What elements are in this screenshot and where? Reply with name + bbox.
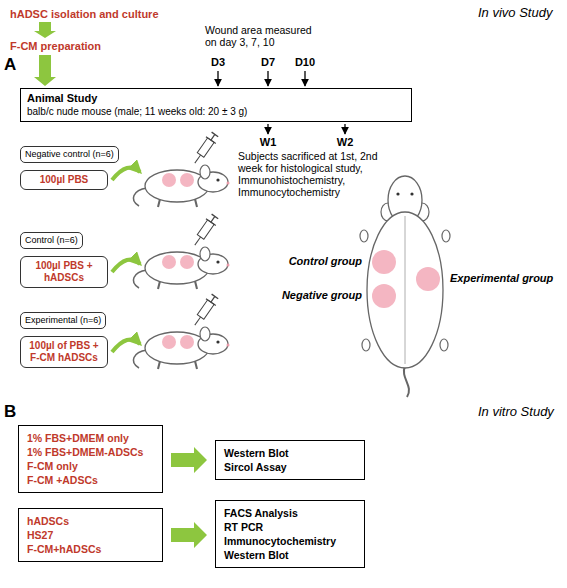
panel-letter: A	[4, 55, 16, 75]
timeline-note: Subjects sacrificed at 1st, 2nd week for…	[238, 150, 388, 198]
step-text: hADSC isolation and culture	[10, 8, 159, 21]
box-text: Sircol Assay	[224, 460, 356, 474]
mouse-side-view	[133, 293, 229, 369]
flow-block-arrow	[34, 55, 56, 86]
injection-arrow	[112, 340, 140, 353]
flow-block-arrow	[171, 447, 207, 473]
mouse-tail	[404, 366, 409, 397]
box-text: Western Blot	[224, 446, 356, 460]
step-text: F-CM preparation	[10, 40, 101, 53]
box-text: Immunocytochemistry	[224, 534, 356, 548]
injection-arrow	[112, 260, 140, 273]
time-point-arrow	[267, 124, 268, 134]
box-text: Control (n=6)	[25, 235, 78, 246]
panel-letter: B	[4, 402, 16, 422]
time-point-arrow	[304, 71, 305, 86]
time-point-arrow	[267, 71, 268, 86]
site-label: Experimental group	[450, 272, 553, 285]
box-text: Western Blot	[224, 548, 356, 562]
mouse-side-view	[133, 131, 229, 207]
condition-box: hADSCsHS27F-CM+hADSCs	[18, 508, 163, 562]
wound-site	[372, 284, 396, 308]
box-text: F-CM only	[27, 459, 154, 473]
injection-arrow	[112, 168, 140, 181]
time-point-arrow	[344, 124, 345, 134]
box-text: 100µl PBS	[25, 174, 103, 186]
flow-block-arrow	[34, 22, 56, 38]
condition-box: 1% FBS+DMEM only1% FBS+DMEM-ADSCsF-CM on…	[18, 425, 163, 493]
treatment-box: 100µl PBS + hADSCs	[20, 256, 108, 288]
mouse-eye	[396, 192, 399, 195]
time-point-arrow	[217, 71, 218, 86]
site-label: Negative group	[262, 289, 362, 302]
mouse-top-view	[360, 176, 450, 397]
site-label: Control group	[262, 255, 362, 268]
study-title: In vivo Study	[478, 5, 552, 20]
box-text: FACS Analysis	[224, 506, 356, 520]
box-text: 100µl PBS + hADSCs	[25, 260, 103, 284]
timeline-box: Animal Studybalb/c nude mouse (male; 11 …	[20, 88, 412, 122]
group-box: Experimental (n=6)	[20, 312, 106, 329]
box-text: balb/c nude mouse (male; 11 weeks old: 2…	[27, 105, 405, 118]
box-text: 100µl of PBS + F-CM hADSCs	[25, 340, 103, 364]
box-text: 1% FBS+DMEM-ADSCs	[27, 445, 154, 459]
box-text: RT PCR	[224, 520, 356, 534]
group-box: Control (n=6)	[20, 232, 83, 249]
group-box: Negative control (n=6)	[20, 146, 119, 163]
week-marker: W1	[253, 136, 283, 149]
wound-site	[372, 250, 396, 274]
box-text: hADSCs	[27, 514, 154, 528]
mouse-midline	[405, 216, 406, 364]
week-marker: W2	[330, 136, 360, 149]
box-text: Animal Study	[27, 92, 405, 105]
timeline-note: Wound area measured on day 3, 7, 10	[205, 24, 325, 48]
mouse-paw	[442, 230, 450, 242]
assay-box: Western BlotSircol Assay	[215, 440, 365, 480]
box-text: F-CM +ADSCs	[27, 473, 154, 487]
study-title: In vitro Study	[478, 404, 554, 419]
assay-box: FACS AnalysisRT PCRImmunocytochemistryWe…	[215, 500, 365, 568]
day-marker: D7	[253, 56, 283, 69]
mouse-side-view	[133, 213, 229, 289]
box-text: F-CM+hADSCs	[27, 542, 154, 556]
mouse-paw	[440, 339, 448, 351]
day-marker: D10	[290, 56, 320, 69]
box-text: HS27	[27, 528, 154, 542]
wound-site	[416, 267, 440, 291]
flow-block-arrow	[171, 522, 207, 548]
mouse-eye	[410, 192, 413, 195]
mouse-paw	[362, 339, 370, 351]
box-text: 1% FBS+DMEM only	[27, 431, 154, 445]
day-marker: D3	[203, 56, 233, 69]
box-text: Negative control (n=6)	[25, 149, 114, 160]
treatment-box: 100µl PBS	[20, 170, 108, 190]
mouse-body	[367, 212, 443, 368]
treatment-box: 100µl of PBS + F-CM hADSCs	[20, 336, 108, 368]
box-text: Experimental (n=6)	[25, 315, 101, 326]
mouse-paw	[360, 230, 368, 242]
